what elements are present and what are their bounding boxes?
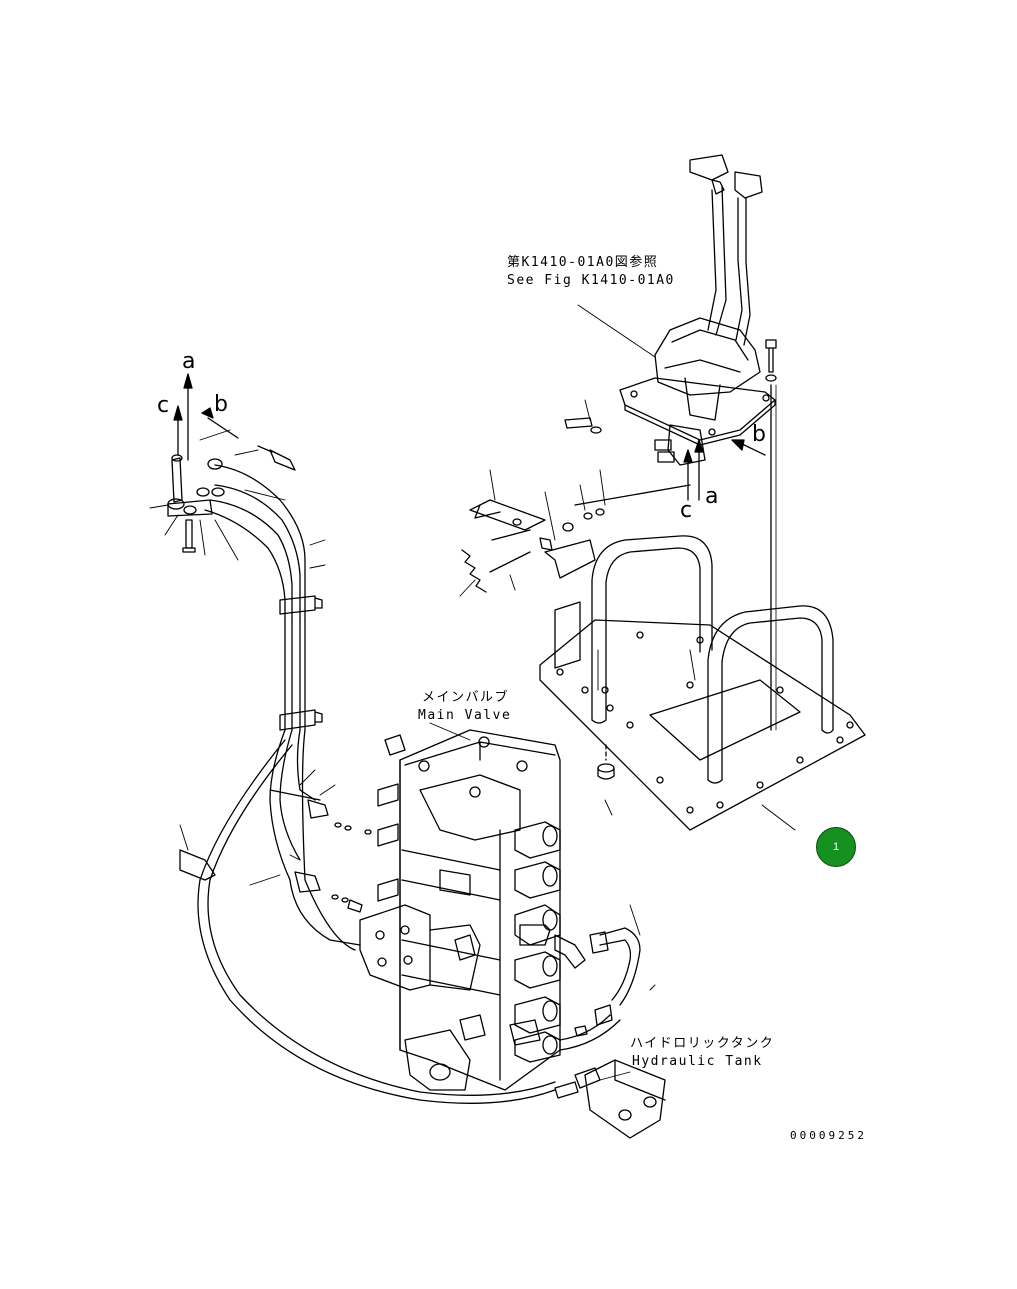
leader-lines [149,304,796,1081]
arrow-label-b-left: b [214,392,228,417]
right-direction-arrows [683,439,766,501]
hydraulic-hoses [179,464,641,1104]
left-direction-arrows [173,373,239,461]
main-valve [359,729,588,1091]
main-valve-label-jp: メインバルブ [422,690,510,705]
arrow-label-b-right: b [752,422,766,447]
drawing-number: 00009252 [790,1129,867,1142]
arrow-label-a-left: a [182,349,196,374]
ref-label-en: See Fig K1410-01A0 [507,273,675,288]
hydraulic-tank-block [554,1059,666,1139]
arrow-label-c-right: c [680,498,693,523]
floor-plate [539,535,866,831]
hydraulic-tank-label-en: Hydraulic Tank [632,1054,763,1069]
ref-label-jp: 第K1410-01A0図参照 [507,255,659,270]
left-fittings [167,445,372,913]
bracket-parts [461,417,691,593]
arrow-label-c-left: c [157,393,170,418]
hydraulic-tank-label-jp: ハイドロリックタンク [630,1036,775,1051]
arrow-label-a-right: a [705,484,719,509]
main-valve-label-en: Main Valve [418,708,512,723]
control-lever-assembly [619,154,777,731]
part-callout-1[interactable]: 1 [816,827,856,867]
